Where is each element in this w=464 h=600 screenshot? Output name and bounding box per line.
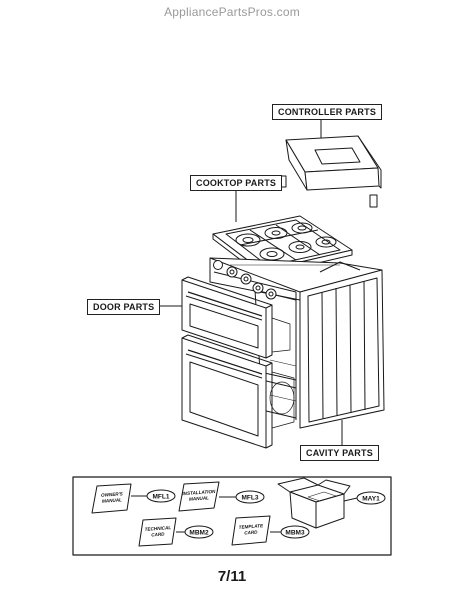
template-card-line1: TEMPLATE [239, 523, 265, 530]
code-may1: MAY1 [362, 496, 380, 503]
watermark-text: AppliancePartsPros.com [164, 5, 300, 19]
cooktop-parts-label[interactable]: COOKTOP PARTS [190, 175, 283, 191]
template-card-line2: CARD [244, 529, 258, 535]
accessory-labels: OWNER'S MANUAL INSTALLATION MANUAL TECHN… [101, 489, 380, 538]
accessories-box [72, 476, 392, 556]
technical-card-line2: CARD [151, 531, 165, 537]
knobs [213, 260, 277, 300]
page-number: 7/11 [217, 568, 247, 585]
controller-parts-label[interactable]: CONTROLLER PARTS [272, 104, 383, 120]
owners-manual-line2: MANUAL [102, 497, 122, 503]
code-mbm2: MBM2 [189, 530, 209, 537]
code-mbm3: MBM3 [285, 530, 305, 537]
cavity-parts-label[interactable]: CAVITY PARTS [300, 445, 379, 461]
installation-manual-line2: MANUAL [189, 495, 209, 501]
owners-manual-line1: OWNER'S [101, 491, 124, 498]
code-ellipses [146, 489, 386, 539]
upper-door [181, 276, 291, 359]
controller-panel [279, 135, 382, 208]
cavity-body [209, 257, 385, 429]
installation-manual-line1: INSTALLATION [182, 489, 216, 496]
technical-card-line1: TECHNICAL [144, 525, 171, 532]
lower-door [181, 334, 295, 449]
code-mfl1: MFL1 [153, 494, 170, 501]
code-mfl3: MFL3 [242, 495, 259, 502]
door-parts-label[interactable]: DOOR PARTS [87, 299, 161, 315]
